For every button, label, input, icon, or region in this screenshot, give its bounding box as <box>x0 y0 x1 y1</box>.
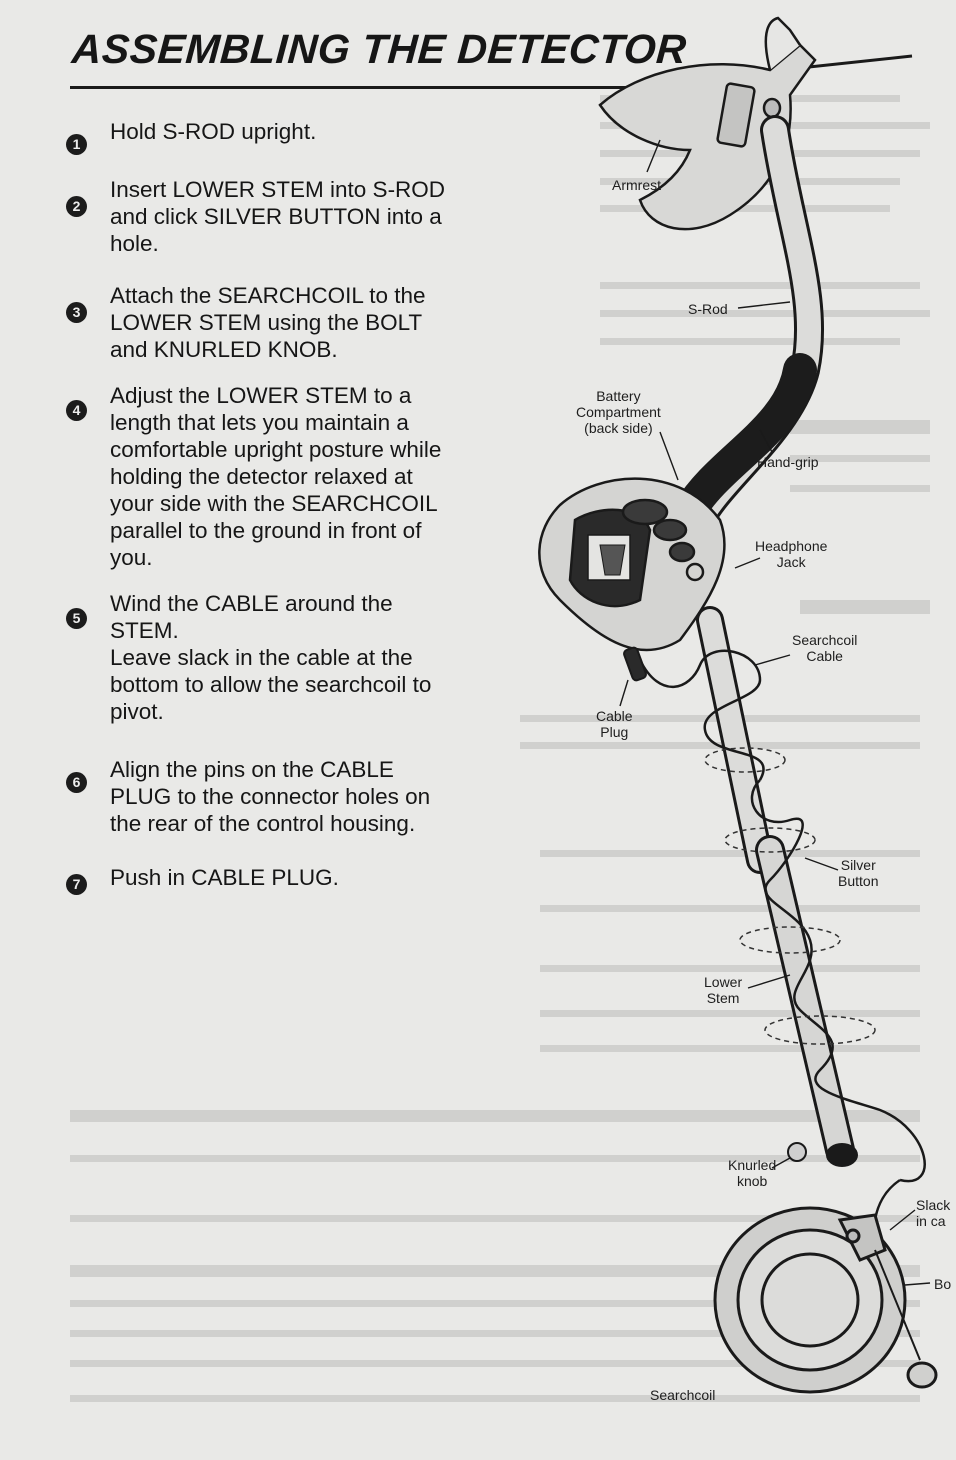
step-5-text: Wind the CABLE around the STEM. Leave sl… <box>110 590 488 725</box>
step-4-text: Adjust the LOWER STEM to a length that l… <box>110 382 488 571</box>
label-slack: Slack in ca <box>916 1197 950 1229</box>
step-5-line-2: STEM. <box>110 618 179 643</box>
label-lower-stem: Lower Stem <box>704 974 742 1006</box>
knurled-knob-drawing <box>787 1142 807 1162</box>
searchcoil-drawing <box>713 1206 938 1394</box>
label-s-rod: S-Rod <box>688 301 728 317</box>
label-battery-line-1: Battery <box>596 388 641 404</box>
label-searchcoil: Searchcoil <box>650 1387 716 1403</box>
step-6-text: Align the pins on the CABLE PLUG to the … <box>110 756 488 837</box>
step-7-number: 7 <box>66 874 87 895</box>
label-cable-plug: Cable Plug <box>596 708 633 740</box>
step-5-line-5: pivot. <box>110 699 164 724</box>
step-2-number: 2 <box>66 196 87 217</box>
hand-grip-drawing <box>673 353 817 527</box>
label-silver-button-line-1: Silver <box>840 857 876 873</box>
step-5-line-4: bottom to allow the searchcoil to <box>110 672 432 697</box>
label-hand-grip: Hand-grip <box>757 454 819 470</box>
step-6-line-3: the rear of the control housing. <box>110 811 416 836</box>
label-headphone-line-2: Jack <box>776 554 806 570</box>
label-searchcoil-cable-line-1: Searchcoil <box>792 632 858 648</box>
step-4-line-6: parallel to the ground in front of <box>110 518 422 543</box>
label-bolt: Bo <box>934 1276 952 1292</box>
cable-plug-drawing <box>623 646 647 682</box>
step-7-text: Push in CABLE PLUG. <box>110 864 488 891</box>
label-battery-compartment: Battery Compartment (back side) <box>576 388 661 436</box>
step-4-number: 4 <box>66 400 87 421</box>
step-5-line-3: Leave slack in the cable at the <box>110 645 413 670</box>
label-lower-stem-line-1: Lower <box>704 974 743 990</box>
step-4-line-3: comfortable upright posture while <box>110 437 442 462</box>
motion-arrows <box>704 747 876 1045</box>
step-2-line-1: Insert LOWER STEM into S-ROD <box>110 177 446 202</box>
control-housing-drawing <box>538 477 726 652</box>
step-4-line-1: Adjust the LOWER STEM to a <box>110 383 412 408</box>
step-3-number: 3 <box>66 302 87 323</box>
step-1-number: 1 <box>66 134 87 155</box>
label-battery-line-2: Compartment <box>576 404 661 420</box>
label-knurled-knob-line-2: knob <box>736 1173 768 1189</box>
step-1-text: Hold S-ROD upright. <box>110 118 488 145</box>
label-searchcoil-cable: Searchcoil Cable <box>792 632 857 664</box>
step-1-line-1: Hold S-ROD upright. <box>110 119 317 144</box>
label-slack-line-2: in ca <box>916 1213 946 1229</box>
step-3-line-1: Attach the SEARCHCOIL to the <box>110 283 426 308</box>
label-leaders <box>619 139 931 1286</box>
title-underline <box>70 86 630 89</box>
step-4-line-2: length that lets you maintain a <box>110 410 409 435</box>
label-silver-button: Silver Button <box>838 857 878 889</box>
label-knurled-knob-line-1: Knurled <box>728 1157 777 1173</box>
step-2-text: Insert LOWER STEM into S-ROD and click S… <box>110 176 488 257</box>
label-slack-line-1: Slack <box>916 1197 951 1213</box>
label-cable-plug-line-2: Plug <box>600 724 629 740</box>
label-silver-button-line-2: Button <box>838 873 879 889</box>
step-7-line-1: Push in CABLE PLUG. <box>110 865 339 890</box>
step-2-line-2: and click SILVER BUTTON into a <box>110 204 442 229</box>
armrest-drawing <box>598 16 817 231</box>
label-cable-plug-line-1: Cable <box>596 708 633 724</box>
label-lower-stem-line-2: Stem <box>706 990 740 1006</box>
label-searchcoil-cable-line-2: Cable <box>806 648 843 664</box>
step-2-line-3: hole. <box>110 231 159 256</box>
detector-illustration <box>538 16 938 1394</box>
step-5-number: 5 <box>66 608 87 629</box>
label-headphone-line-1: Headphone <box>755 538 828 554</box>
step-4-line-4: holding the detector relaxed at <box>110 464 413 489</box>
label-armrest: Armrest <box>612 177 661 193</box>
step-4-line-7: you. <box>110 545 153 570</box>
step-6-line-2: PLUG to the connector holes on <box>110 784 431 809</box>
step-4-line-5: your side with the SEARCHCOIL <box>110 491 438 516</box>
step-5-line-1: Wind the CABLE around the <box>110 591 393 616</box>
step-3-line-2: LOWER STEM using the BOLT <box>110 310 423 335</box>
label-headphone-jack: Headphone Jack <box>755 538 827 570</box>
label-battery-line-3: (back side) <box>584 420 653 436</box>
step-6-number: 6 <box>66 772 87 793</box>
step-3-text: Attach the SEARCHCOIL to the LOWER STEM … <box>110 282 488 363</box>
step-3-line-3: and KNURLED KNOB. <box>110 337 338 362</box>
label-knurled-knob: Knurled knob <box>728 1157 776 1189</box>
step-6-line-1: Align the pins on the CABLE <box>110 757 394 782</box>
